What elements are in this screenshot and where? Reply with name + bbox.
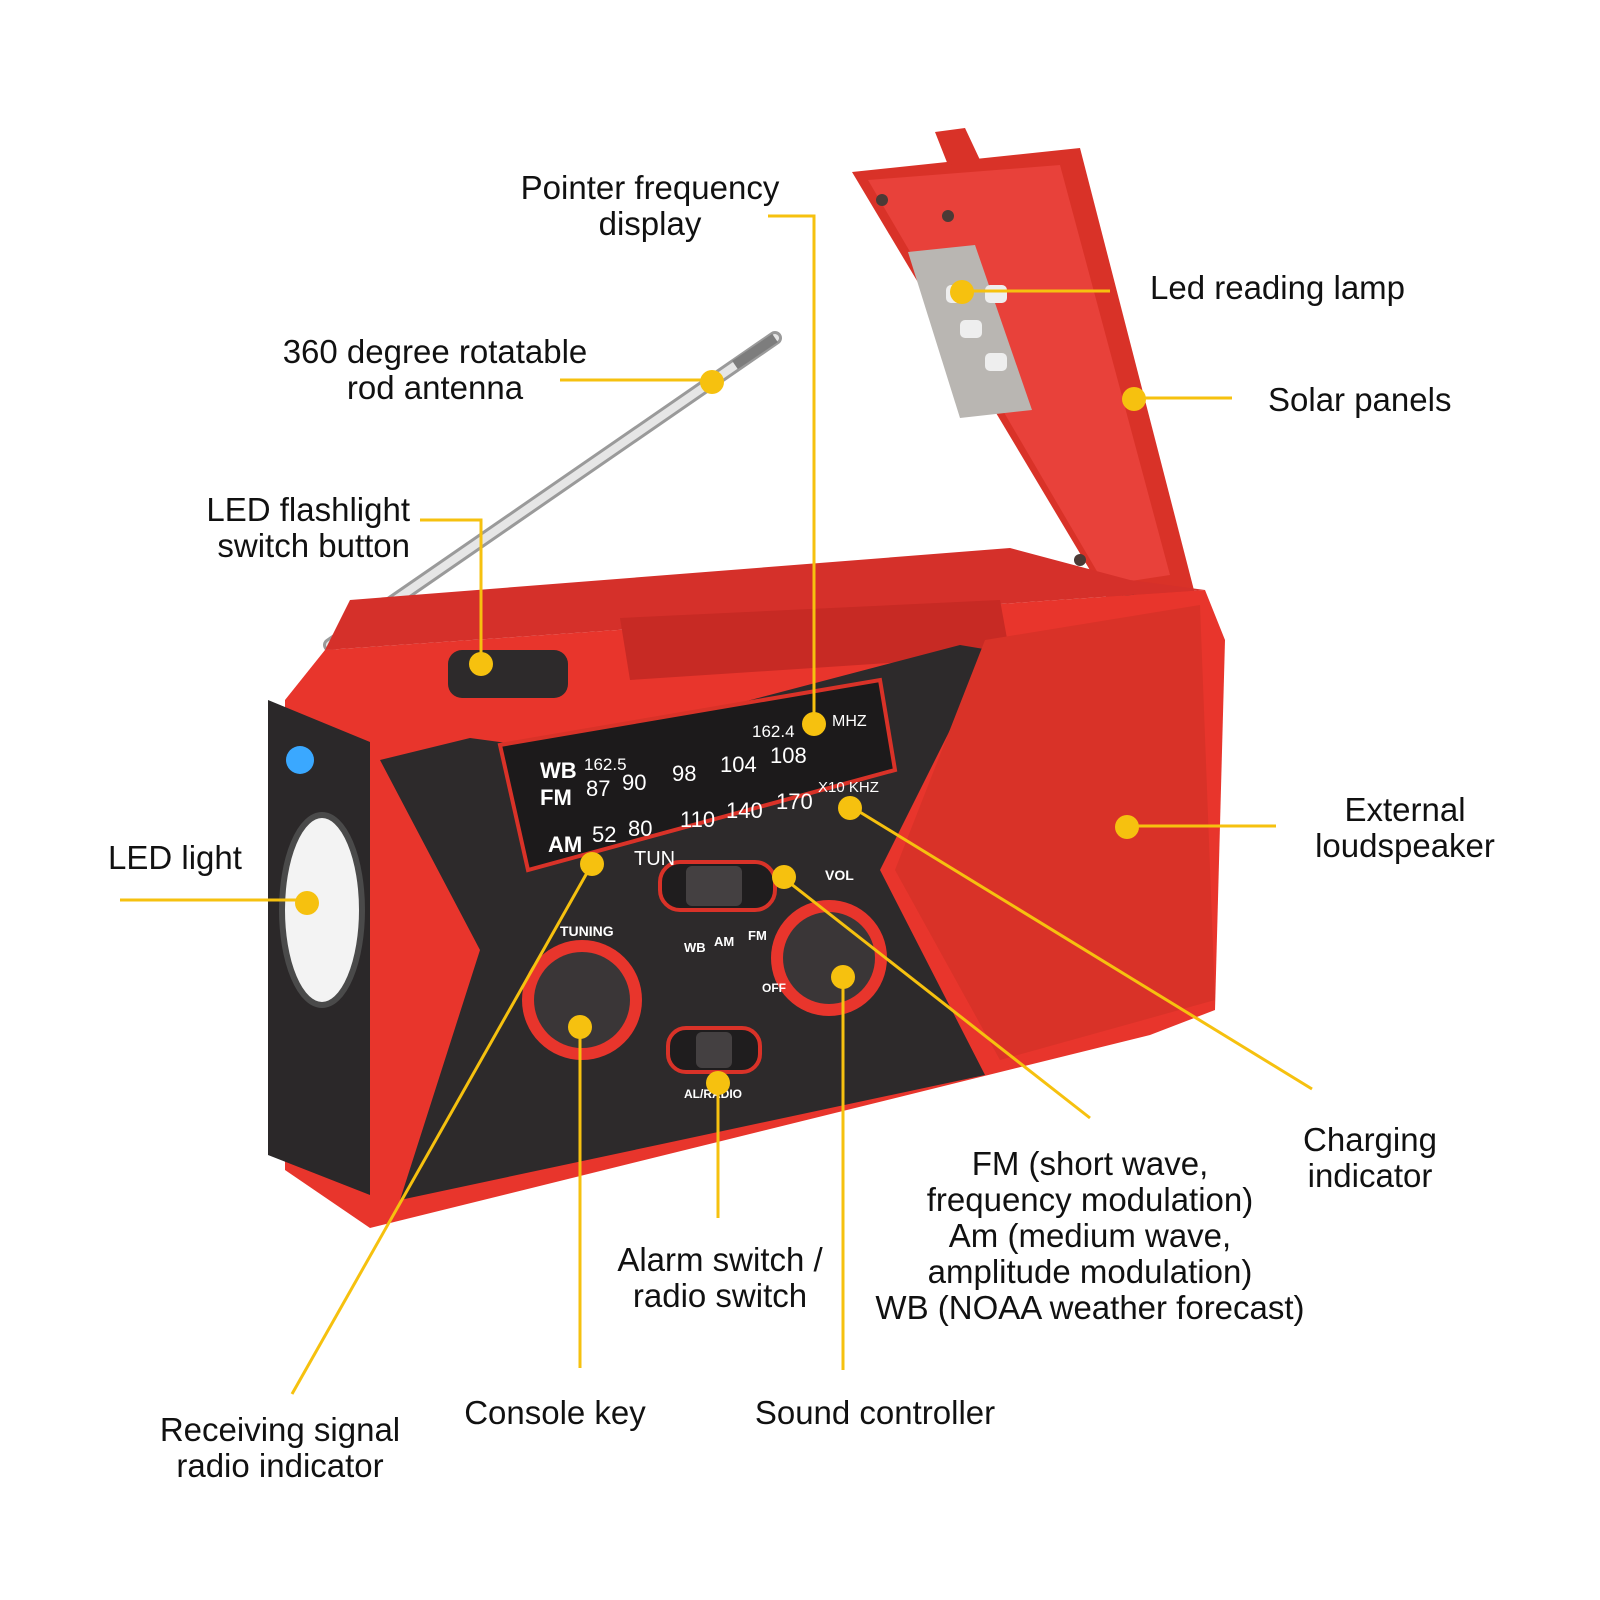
label-line: LED light <box>108 839 242 876</box>
leader-band-switch <box>780 874 1091 1120</box>
dial-fm-104: 104 <box>720 752 757 777</box>
rod-antenna <box>323 331 782 652</box>
dial-wb-label: WB <box>540 758 577 783</box>
label-sound-controller: Sound controller <box>745 1395 1005 1431</box>
dial-wb-end: 162.4 <box>752 722 795 741</box>
dot-pointer-frequency <box>802 712 826 736</box>
tuning-knob-label: TUNING <box>560 923 614 939</box>
alarm-radio-label: AL/RADIO <box>684 1087 742 1101</box>
label-line: indicator <box>1307 1157 1433 1194</box>
label-line: loudspeaker <box>1315 827 1495 864</box>
dial-am-80: 80 <box>628 816 652 841</box>
dot-charging <box>838 796 862 820</box>
label-line: Pointer frequency <box>520 169 780 206</box>
dial-mhz: MHZ <box>832 713 867 730</box>
radio-body <box>268 548 1225 1228</box>
dial-fm-label: FM <box>540 785 572 810</box>
label-led-reading-lamp: Led reading lamp <box>1150 270 1405 306</box>
dot-solar-panels <box>1122 387 1146 411</box>
dot-reading-lamp <box>950 280 974 304</box>
band-am-label: AM <box>714 934 734 949</box>
label-line: Led reading lamp <box>1150 269 1406 306</box>
dot-led-light <box>295 891 319 915</box>
dial-fm-108: 108 <box>770 743 807 768</box>
dot-band-switch <box>772 865 796 889</box>
dot-console-key <box>568 1015 592 1039</box>
dial-fm-90: 90 <box>622 770 646 795</box>
dial-am-140: 140 <box>726 798 763 823</box>
leader-charging <box>849 804 1313 1091</box>
dot-rod-antenna <box>700 370 724 394</box>
label-line: FM (short wave, <box>971 1145 1209 1182</box>
dial-am-52: 52 <box>592 822 616 847</box>
label-line: LED flashlight <box>206 491 410 528</box>
label-line: display <box>598 205 702 242</box>
dot-signal <box>580 852 604 876</box>
label-line: External <box>1344 791 1466 828</box>
label-line: Alarm switch / <box>617 1241 823 1278</box>
dot-loudspeaker <box>1115 815 1139 839</box>
label-pointer-frequency-display: Pointer frequency display <box>480 170 820 242</box>
label-line: Sound controller <box>754 1394 996 1431</box>
dial-fm-87: 87 <box>586 776 610 801</box>
band-fm-label: FM <box>748 928 767 943</box>
label-line: 360 degree rotatable <box>282 333 588 370</box>
label-line: radio switch <box>632 1277 808 1314</box>
label-line: WB (NOAA weather forecast) <box>875 1289 1305 1326</box>
label-charging-indicator: Charging indicator <box>1275 1122 1465 1194</box>
label-line: Console key <box>464 1394 646 1431</box>
label-band-switch: FM (short wave, frequency modulation) Am… <box>865 1146 1315 1326</box>
label-alarm-switch: Alarm switch / radio switch <box>600 1242 840 1314</box>
label-external-loudspeaker: External loudspeaker <box>1290 792 1520 864</box>
label-led-light: LED light <box>108 840 242 876</box>
dot-alarm-switch <box>706 1071 730 1095</box>
dial-wb-start: 162.5 <box>584 755 627 774</box>
dial-fm-98: 98 <box>672 761 696 786</box>
dial-am-170: 170 <box>776 789 813 814</box>
label-signal-indicator: Receiving signal radio indicator <box>145 1412 415 1484</box>
dial-khz: X10 KHZ <box>818 779 879 796</box>
label-solar-panels: Solar panels <box>1268 382 1451 418</box>
solar-panel-lid <box>852 128 1196 612</box>
callout-dots <box>295 280 1146 1095</box>
label-line: amplitude modulation) <box>927 1253 1253 1290</box>
dot-sound <box>831 965 855 989</box>
dial-tun: TUN <box>634 848 675 870</box>
label-line: frequency modulation) <box>926 1181 1254 1218</box>
label-line: Solar panels <box>1268 381 1452 418</box>
label-line: Charging <box>1303 1121 1437 1158</box>
label-line: Receiving signal <box>159 1411 401 1448</box>
dot-flashlight-switch <box>469 652 493 676</box>
label-line: rod antenna <box>346 369 524 406</box>
off-label: OFF <box>762 981 786 995</box>
label-console-key: Console key <box>450 1395 660 1431</box>
label-line: Am (medium wave, <box>948 1217 1232 1254</box>
leader-lines <box>120 214 1313 1395</box>
label-line: switch button <box>217 527 410 564</box>
leader-signal <box>290 863 594 1395</box>
leader-pointer-frequency <box>768 214 816 720</box>
label-flashlight-switch: LED flashlight switch button <box>160 492 410 564</box>
leader-flashlight-switch <box>420 518 483 660</box>
dial-am-label: AM <box>548 832 582 857</box>
label-rod-antenna: 360 degree rotatable rod antenna <box>250 334 620 406</box>
label-line: radio indicator <box>176 1447 384 1484</box>
frequency-dial: WB FM AM 162.5 162.4 MHZ 87 90 98 104 10… <box>540 713 879 1101</box>
dial-am-110: 110 <box>680 807 715 832</box>
band-wb-label: WB <box>684 940 706 955</box>
volume-knob-label: VOL <box>825 867 854 883</box>
